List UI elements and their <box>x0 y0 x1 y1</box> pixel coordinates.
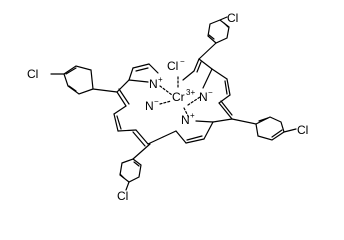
nitrogen-bottom-label: N <box>181 113 190 127</box>
atom-labels: Cl Cl Cl Cl Cl − Cr 3+ N + N − N − N + <box>27 11 308 203</box>
nitrogen-top-label: N <box>149 77 158 91</box>
aryl-bottom <box>119 143 151 191</box>
molecule-diagram: Cl Cl Cl Cl Cl − Cr 3+ N + N − N − N + <box>27 11 308 203</box>
nitrogen-right-charge: − <box>208 88 213 97</box>
nitrogen-top-charge: + <box>158 75 163 84</box>
nitrogen-right-label: N <box>199 90 208 104</box>
nitrogen-left-label: N <box>145 99 154 113</box>
nitrogen-top: N + <box>149 75 163 91</box>
nitrogen-left: N − <box>145 97 159 113</box>
chromium-charge: 3+ <box>186 88 195 97</box>
bonds <box>50 16 297 191</box>
coordination-bonds <box>159 76 201 119</box>
nitrogen-bottom-charge: + <box>190 111 195 120</box>
pyrrole-top <box>116 58 213 93</box>
nitrogen-right: N − <box>199 88 213 104</box>
molecule-svg: Cl Cl Cl Cl Cl − Cr 3+ N + N − N − N + <box>27 11 308 203</box>
chromium-label: Cr <box>172 90 185 104</box>
chloride-charge: − <box>180 57 185 66</box>
chlorine-bottom: Cl <box>117 189 128 203</box>
chlorine-left: Cl <box>27 67 38 81</box>
aryl-top-right <box>198 16 230 60</box>
chloride-label: Cl <box>167 59 178 73</box>
chromium-center: Cr 3+ <box>172 88 195 104</box>
aryl-left <box>50 65 118 95</box>
nitrogen-bottom: N + <box>181 111 195 127</box>
chloride-counterion: Cl − <box>167 57 185 73</box>
chlorine-right: Cl <box>297 123 308 137</box>
aryl-right <box>231 116 297 141</box>
pyrrole-left <box>113 88 149 147</box>
nitrogen-left-charge: − <box>154 97 159 106</box>
chlorine-top-right: Cl <box>227 11 238 25</box>
pyrrole-right <box>202 68 233 120</box>
pyrrole-bottom <box>147 118 233 145</box>
